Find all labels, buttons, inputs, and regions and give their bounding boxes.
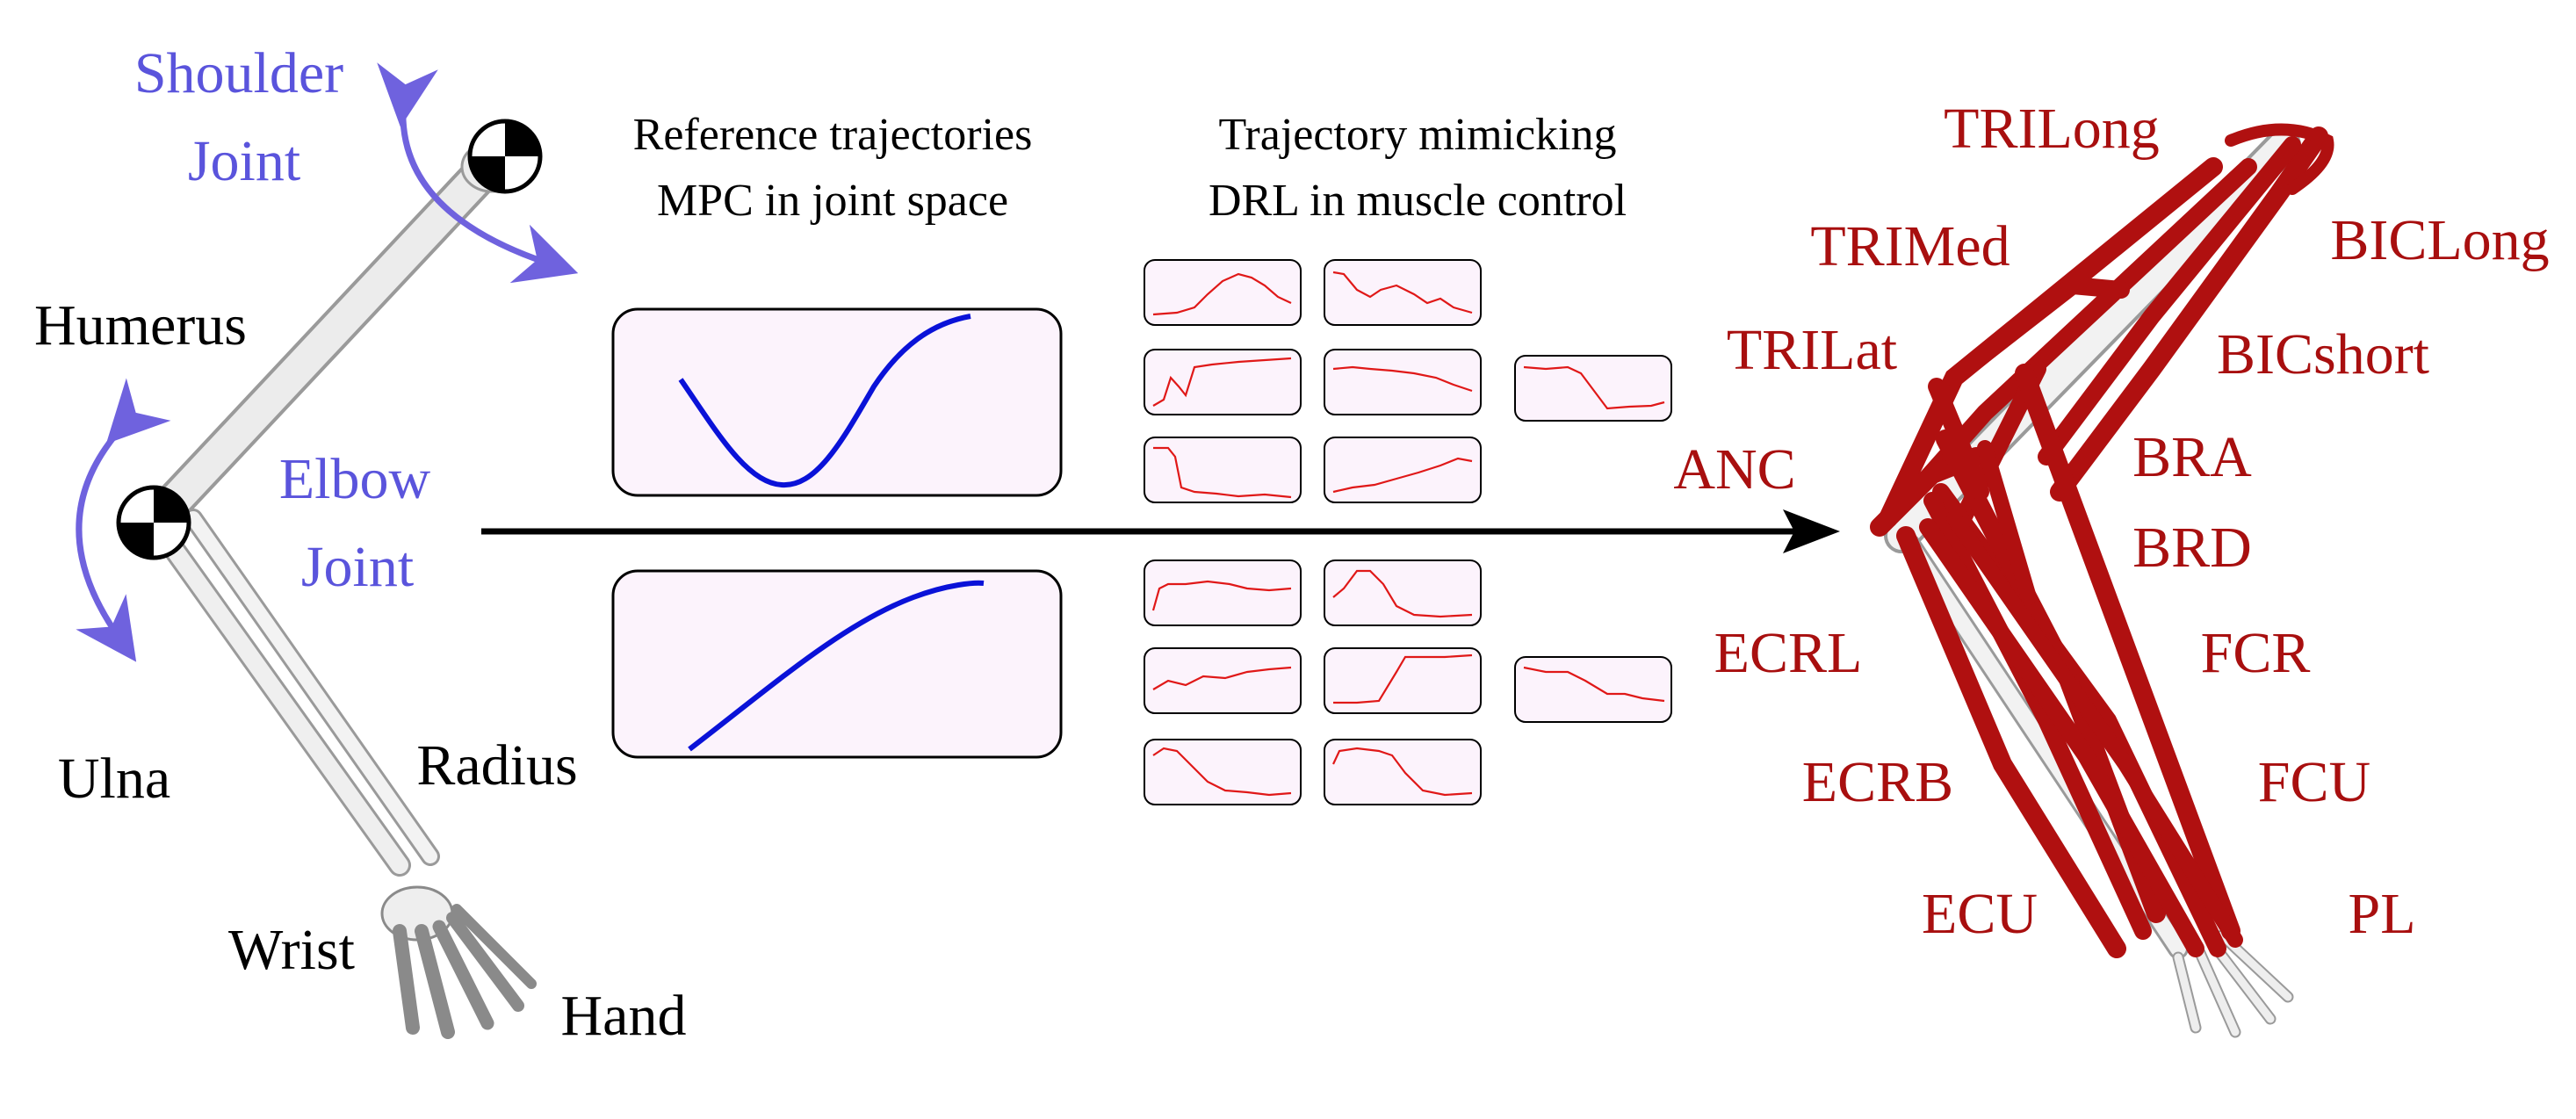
muscle-fcu <box>1919 518 2204 957</box>
mpc-title-line-2: MPC in joint space <box>657 176 1008 226</box>
label-ecu: ECU <box>1922 882 2038 946</box>
activation-curve-8 <box>1151 580 1292 611</box>
mpc-trajectory-curve-2 <box>688 580 985 752</box>
label-ecrb: ECRB <box>1802 750 1953 814</box>
activation-curve-9 <box>1332 569 1473 618</box>
activation-box-6 <box>1144 437 1302 503</box>
wrist-label: Wrist <box>228 918 355 982</box>
shoulder-joint-marker <box>467 119 543 194</box>
label-pl: PL <box>2348 882 2415 946</box>
activation-curve-13 <box>1152 747 1292 797</box>
muscle-labels: TRILong TRIMed TRILat ANC BICLong BICsho… <box>1673 97 2549 946</box>
elbow-joint-label-1: Elbow <box>279 447 431 511</box>
activation-box-4 <box>1324 349 1482 415</box>
radius-label: Radius <box>416 733 577 798</box>
activation-box-9 <box>1324 560 1482 626</box>
label-brd: BRD <box>2132 516 2252 580</box>
drl-activation-plots <box>1144 259 1672 805</box>
activation-box-12 <box>1514 656 1672 723</box>
left-hand-bones <box>380 885 537 1039</box>
label-bra: BRA <box>2132 425 2252 489</box>
activation-box-1 <box>1144 259 1302 326</box>
activation-curve-1 <box>1152 272 1292 316</box>
elbow-rotation-arrow <box>76 378 171 662</box>
activation-curve-14 <box>1332 747 1473 797</box>
activation-curve-10 <box>1152 666 1292 690</box>
label-tri-long: TRILong <box>1944 97 2160 161</box>
activation-box-2 <box>1324 259 1482 326</box>
label-fcu: FCU <box>2258 750 2370 814</box>
muscle-ecu <box>1896 526 2126 958</box>
muscle-pl <box>1946 510 2243 948</box>
activation-box-11 <box>1324 647 1482 714</box>
label-fcr: FCR <box>2201 621 2311 685</box>
activation-box-13 <box>1144 739 1302 805</box>
mpc-trajectory-curve-1 <box>678 314 971 488</box>
humerus-label: Humerus <box>34 293 247 357</box>
activation-curve-12 <box>1523 666 1665 703</box>
right-arm-muscle-model <box>1870 123 2334 1038</box>
muscle-brd <box>2015 364 2240 941</box>
main-flow-arrow <box>481 509 1840 553</box>
activation-curve-6 <box>1153 446 1292 499</box>
label-tri-med: TRIMed <box>1810 214 2010 278</box>
shoulder-rotation-arrow <box>377 62 579 284</box>
drl-activation-curves <box>1151 271 1665 797</box>
activation-box-14 <box>1324 739 1482 805</box>
activation-curve-4 <box>1332 365 1473 393</box>
muscle-tri-lat <box>1945 276 2130 386</box>
label-bic-short: BICshort <box>2217 322 2429 386</box>
activation-box-7 <box>1324 437 1482 503</box>
hand-label: Hand <box>561 984 687 1048</box>
activation-curve-3 <box>1152 357 1292 407</box>
drl-title-line-2: DRL in muscle control <box>1209 176 1627 226</box>
activation-box-3 <box>1144 349 1302 415</box>
mpc-trajectory-box-1 <box>611 307 1063 497</box>
label-anc: ANC <box>1673 437 1795 502</box>
activation-curve-7 <box>1332 457 1473 494</box>
elbow-joint-label-2: Joint <box>301 535 414 599</box>
activation-curve-2 <box>1332 271 1473 314</box>
label-ecrl: ECRL <box>1714 621 1863 685</box>
activation-curve-11 <box>1333 653 1473 704</box>
activation-box-8 <box>1144 560 1302 626</box>
label-bic-long: BICLong <box>2330 208 2549 272</box>
left-arm-skeleton <box>76 62 579 1039</box>
ulna-label: Ulna <box>58 747 170 811</box>
muscle-bic-long <box>2050 126 2328 502</box>
shoulder-joint-label-2: Joint <box>188 129 300 193</box>
muscle-bic-short <box>2038 136 2301 466</box>
activation-box-10 <box>1144 647 1302 714</box>
label-tri-lat: TRILat <box>1727 318 1897 382</box>
mpc-trajectory-box-2 <box>611 569 1063 759</box>
mpc-title-line-1: Reference trajectories <box>633 110 1033 160</box>
elbow-joint-marker <box>116 485 191 560</box>
activation-curve-5 <box>1523 365 1665 410</box>
shoulder-joint-label-1: Shoulder <box>134 41 343 105</box>
drl-title-line-1: Trajectory mimicking <box>1218 110 1616 160</box>
